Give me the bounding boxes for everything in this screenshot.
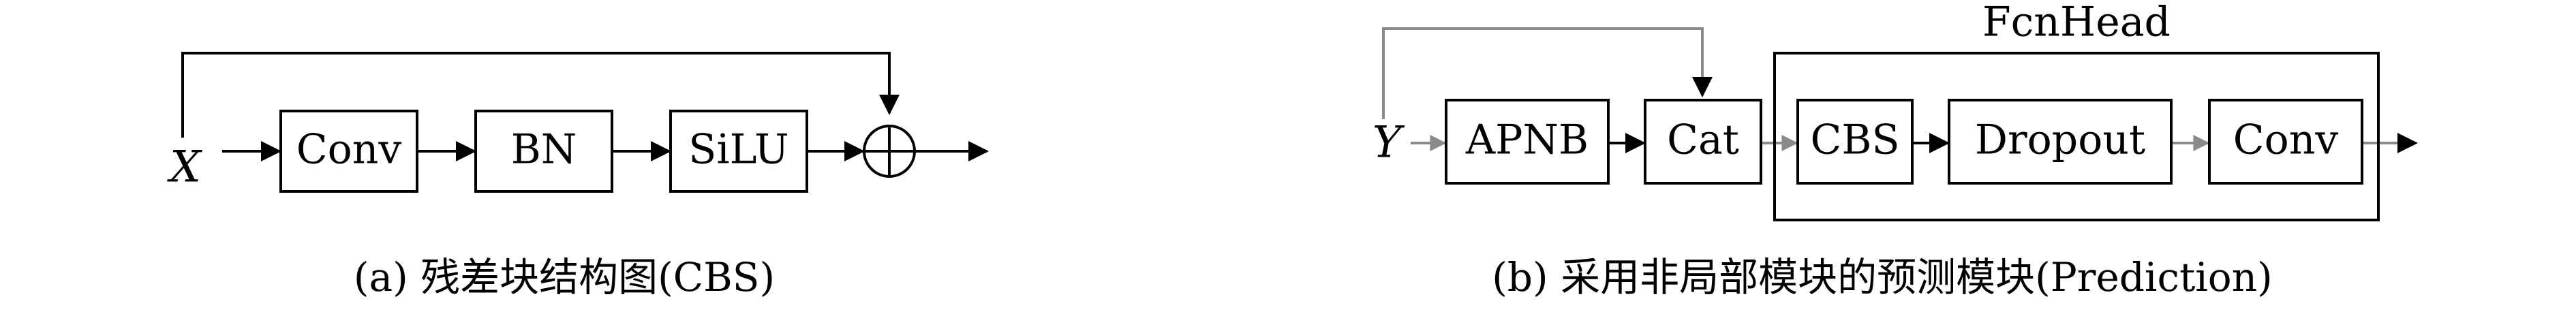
conv-head-block-label: Conv [2233, 116, 2339, 164]
skip-connection-b [1382, 27, 1704, 119]
dropout-block [1948, 99, 2173, 185]
cbs-block-label: CBS [1810, 116, 1899, 164]
cbs-block [1796, 99, 1914, 185]
conv-block [279, 110, 418, 193]
add-node [863, 125, 916, 178]
conv-block-label: Conv [296, 126, 402, 174]
silu-block [669, 110, 808, 193]
input-label-y: Y [1373, 118, 1405, 168]
diagram-a: X Conv BN SiLU (a) 残差块结构图(CBS) [166, 52, 989, 300]
input-label-x: X [166, 142, 202, 193]
apnb-block [1445, 99, 1610, 185]
fcnhead-title: FcnHead [1982, 0, 2171, 46]
conv-head-block [2208, 99, 2363, 185]
caption-a: (a) 残差块结构图(CBS) [354, 254, 775, 300]
cat-block-label: Cat [1667, 116, 1739, 164]
diagram-b: Y APNB Cat FcnHead CBS Dropout Conv (b) … [1373, 0, 2418, 300]
silu-block-label: SiLU [688, 126, 788, 174]
apnb-block-label: APNB [1465, 116, 1589, 164]
fcnhead-group [1773, 52, 2380, 221]
dropout-block-label: Dropout [1975, 116, 2145, 164]
bn-block [474, 110, 613, 193]
caption-b: (b) 采用非局部模块的预测模块(Prediction) [1492, 254, 2272, 300]
skip-connection-a [181, 52, 900, 138]
bn-block-label: BN [511, 126, 577, 174]
cat-block [1644, 99, 1762, 185]
